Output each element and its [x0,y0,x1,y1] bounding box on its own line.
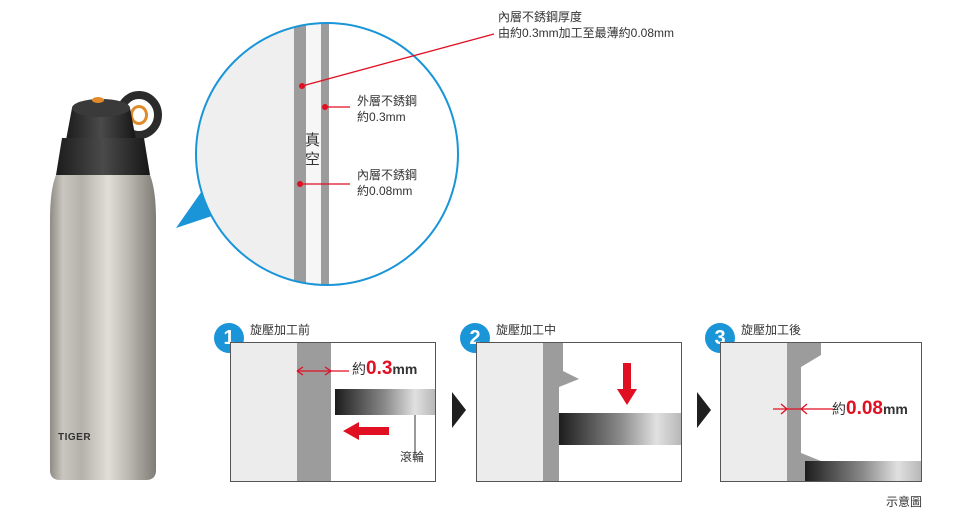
step-1-panel [230,342,436,482]
step-1-drawing [231,343,435,481]
illustration-footnote: 示意圖 [886,495,923,509]
vacuum-label-2: 空 [305,151,321,168]
step-2-drawing [477,343,681,481]
step-3-measure-value: 0.08 [846,398,883,419]
magnified-circle [176,22,459,286]
step-arrow-1 [452,392,466,428]
bottle-illustration [50,91,162,480]
step-1-title: 旋壓加工前 [250,323,311,337]
step-1-measure-unit: mm [392,361,418,377]
step-3-measurement: 約0.08mm [832,398,908,420]
step-1-measure-value: 0.3 [366,358,393,379]
step-1-measurement: 約0.3mm [352,358,417,380]
step-2-panel [476,342,682,482]
outer-steel-callout-value: 約0.3mm [357,110,406,124]
step-3-panel [720,342,922,482]
inner-thickness-callout-title: 內層不銹鋼厚度 [498,10,583,24]
inner-steel-callout-value: 約0.08mm [357,184,413,198]
vacuum-label-1: 真 [305,132,321,149]
bottle-logo: TIGER [58,432,92,443]
roller-label: 滾輪 [400,450,425,464]
step-1-measure-prefix: 約 [352,361,366,377]
step-3-drawing [721,343,921,481]
step-3-measure-unit: mm [882,401,908,417]
outer-steel-callout-title: 外層不銹鋼 [357,94,418,108]
step-2-title: 旋壓加工中 [496,323,557,337]
step-1-number: 1 [214,323,244,353]
inner-steel-callout-title: 內層不銹鋼 [357,168,418,182]
step-arrow-2 [697,392,711,428]
inner-thickness-callout-detail: 由約0.3mm加工至最薄約0.08mm [498,26,675,40]
step-3-title: 旋壓加工後 [741,323,802,337]
step-3-measure-prefix: 約 [832,401,846,417]
